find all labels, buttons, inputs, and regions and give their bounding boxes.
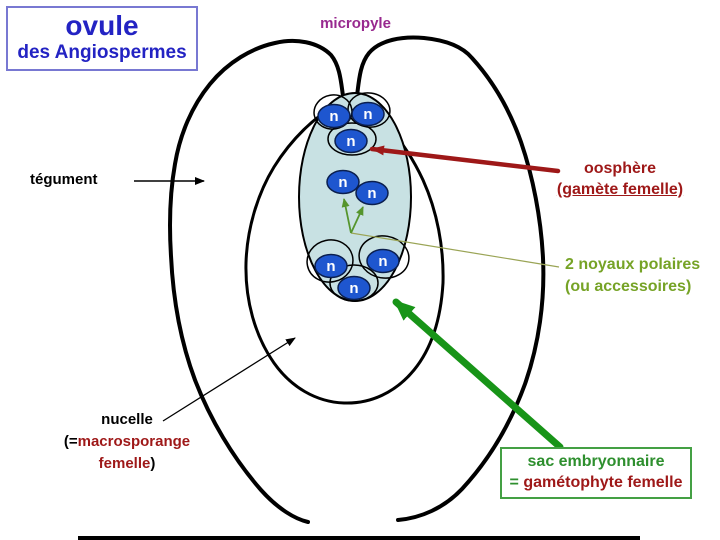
nucleus-antipodal-left: n: [314, 253, 348, 279]
polar-nuclei-label: 2 noyaux polaires (ou accessoires): [565, 254, 700, 298]
embryo-sac-label-box: sac embryonnaire = gamétophyte femelle: [500, 447, 692, 499]
nucelle-label-line2: (=macrosporange: [38, 431, 216, 453]
nucleus-oval: [334, 128, 368, 154]
nucleus-label: n: [326, 258, 335, 275]
polar-nuclei-label-line1: 2 noyaux polaires: [565, 256, 701, 273]
nucelle-macrosporange: macrosporange: [77, 433, 191, 450]
nucleus-oval: [326, 169, 360, 195]
slide-subtitle: des Angiospermes: [17, 42, 187, 63]
nucelle-arrow: [162, 337, 296, 422]
sac-label-line1: sac embryonnaire: [527, 453, 665, 470]
nucelle-paren-close: ): [150, 455, 156, 472]
oosphere-arrow: [369, 145, 561, 174]
polar-nuclei-label-line2: (ou accessoires): [565, 278, 692, 295]
tegument-label: tégument: [30, 171, 98, 188]
egg-cell-outline: [327, 122, 377, 156]
nucleus-oval: [355, 180, 389, 206]
nucleus-oval: [351, 101, 385, 127]
nucleus-label: n: [329, 108, 338, 125]
nucelle-label: nucelle (=macrosporange femelle): [38, 409, 216, 475]
antipodal-cell-outline-bottom: [329, 264, 379, 302]
nucleus-synergid-right: n: [351, 101, 385, 127]
nucleus-polar-left: n: [326, 169, 360, 195]
nucleus-label: n: [338, 174, 347, 191]
synergid-cell-outline-left: [313, 94, 353, 130]
nucleus-oval: [337, 275, 371, 301]
nucleus-oval: [366, 248, 400, 274]
nucleus-label: n: [349, 280, 358, 297]
nucleus-oval: [317, 103, 351, 129]
nucleus-oval: [314, 253, 348, 279]
outer-integument-outline-left: [168, 38, 345, 524]
nucleus-polar-right: n: [355, 180, 389, 206]
bottom-edge-bar: [78, 536, 640, 540]
polar-nuclei-link-line: [350, 232, 560, 268]
polar-v-arrow-right: [350, 206, 364, 234]
nucellus-outline: [244, 102, 445, 405]
nucelle-paren-open: (=: [63, 433, 78, 450]
nucelle-femelle: femelle: [98, 455, 151, 472]
nucleus-label: n: [363, 106, 372, 123]
oosphere-label: oosphère (gamète femelle): [540, 158, 700, 200]
slide-title: ovule: [65, 10, 139, 41]
nucelle-label-line3: femelle): [38, 453, 216, 475]
antipodal-cell-outline-right: [358, 235, 410, 279]
embryo-sac-arrow: [392, 298, 564, 451]
nucleus-synergid-left: n: [317, 103, 351, 129]
title-box: ovule des Angiospermes: [6, 6, 198, 71]
polar-v-arrow-left: [341, 198, 352, 234]
sac-gametophyte: gamétophyte femelle: [523, 474, 683, 491]
nuclei-group: n n n n n n n: [314, 101, 400, 301]
nucleus-antipodal-bottom: n: [337, 275, 371, 301]
micropyle-label: micropyle: [320, 15, 391, 32]
oosphere-label-line2: (gamète femelle): [556, 181, 684, 198]
outer-integument-outline-right: [355, 35, 546, 522]
nucleus-label: n: [378, 253, 387, 270]
nucleus-label: n: [367, 185, 376, 202]
nucleus-label: n: [346, 133, 355, 150]
oosphere-label-line1: oosphère: [583, 160, 656, 177]
sac-label-line2: = gamétophyte femelle: [502, 472, 690, 493]
sac-equals-sign: =: [509, 474, 519, 491]
nucleus-egg-cell: n: [334, 128, 368, 154]
nucleus-antipodal-right: n: [366, 248, 400, 274]
nucelle-label-line1: nucelle: [101, 411, 153, 428]
antipodal-cell-outline-left: [306, 239, 354, 283]
